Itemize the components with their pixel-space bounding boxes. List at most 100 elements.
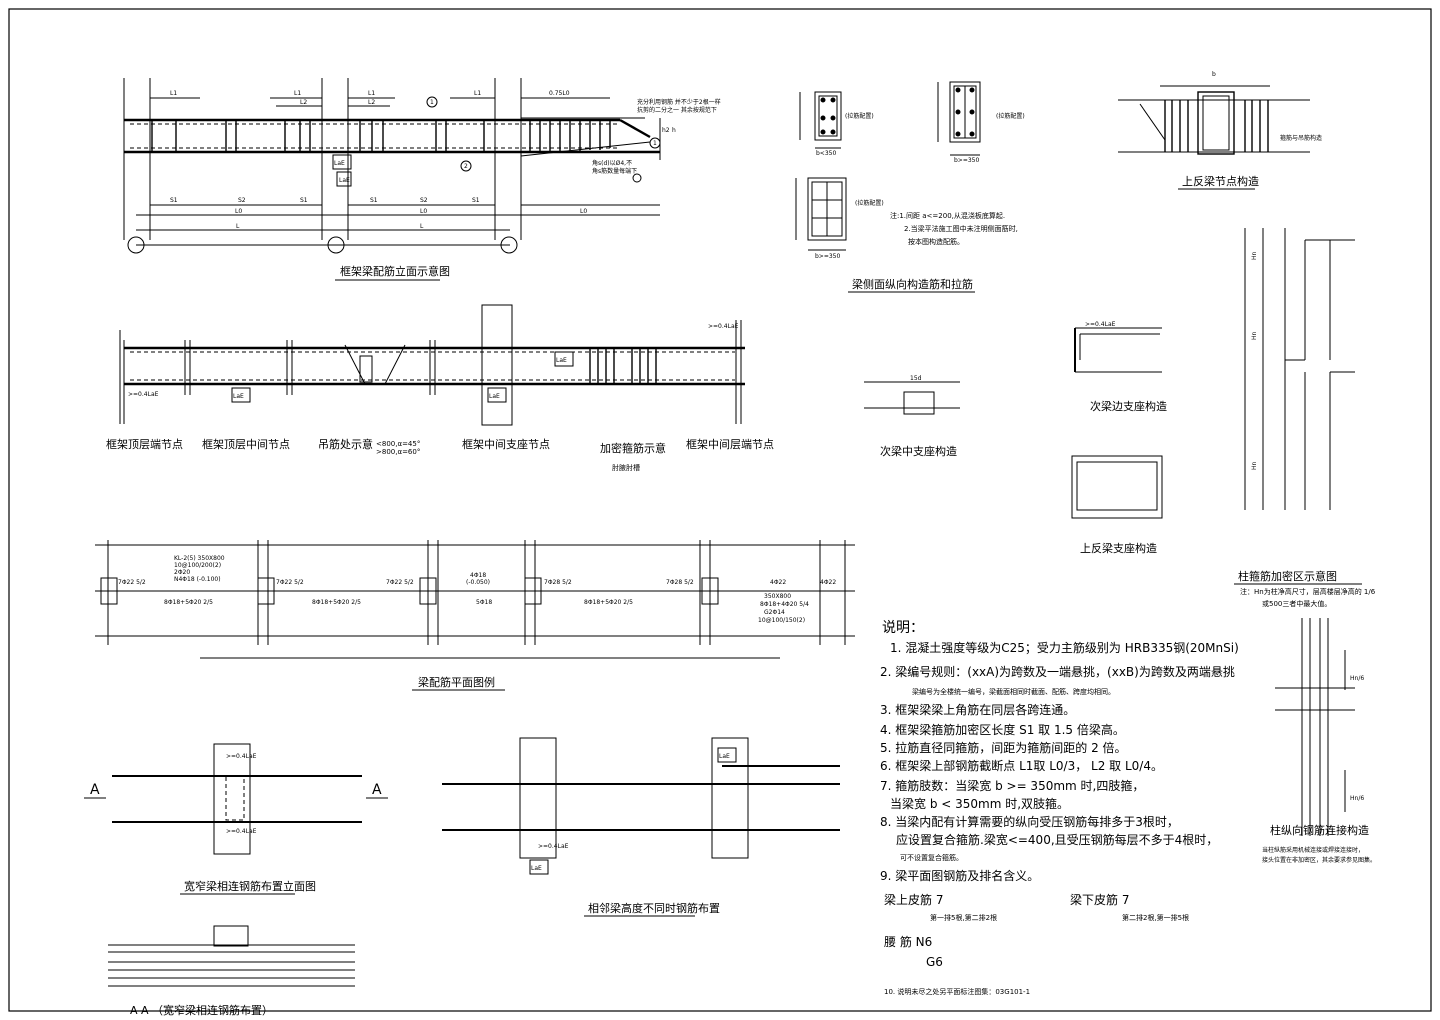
label-hanger: 吊筋处示意 xyxy=(318,437,373,451)
dim-l1-d: L1 xyxy=(474,90,481,97)
note-2b: 梁编号为全楼统一编号，梁截面相同时截面、配筋、跨度均相同。 xyxy=(912,687,1115,696)
plan-s3: 7Φ22 5/2 xyxy=(386,579,414,586)
label-mid-support: 框架中间支座节点 xyxy=(462,437,550,451)
svg-text:h2: h2 xyxy=(662,127,670,134)
svg-text:h: h xyxy=(672,127,676,134)
wide-narrow-beams: A A >=0.4LaE >=0.4LaE 宽窄梁相连钢筋布置立面图 xyxy=(84,743,388,895)
plan-s6: 4Φ22 xyxy=(770,579,786,586)
frame-beam-elevation: L1 L1 L2 L1 L2 L1 0.75L0 1 2 1 充分利用钢筋 并不… xyxy=(123,78,721,281)
label-hanger-c1: <800,α=45° xyxy=(376,440,420,448)
svg-text:抗剪的二分之一 其余按规范下: 抗剪的二分之一 其余按规范下 xyxy=(637,106,717,114)
note-3: 3. 框架梁梁上角筋在同层各跨连通。 xyxy=(880,702,1075,717)
section-aa: A-A （宽窄梁相连钢筋布置） xyxy=(108,925,355,1017)
side-note-2: 2.当梁平法施工图中未注明侧面筋时, xyxy=(904,224,1018,233)
column-lap-note-1: 当柱纵筋采用机械连接或焊接连接时， xyxy=(1262,846,1364,854)
dim-15d-1: 15d xyxy=(910,375,922,382)
sheet-border xyxy=(8,8,1432,1012)
side-note-1: 注:1.间距 a<=200,从混浇板底算起. xyxy=(890,211,1005,220)
plan-stirrup: 10@100/200(2) xyxy=(174,562,221,569)
column-lap-splice: Hn/6 Hn/6 柱纵向钢筋连接构造 当柱纵筋采用机械连接或焊接连接时， 接头… xyxy=(1262,618,1376,864)
note-9: 9. 梁平面图钢筋及排名含义。 xyxy=(880,868,1039,883)
column-note-2: 或500三者中最大值。 xyxy=(1262,599,1331,608)
general-notes: 说明： 1. 混凝土强度等级为C25；受力主筋级别为 HRB335钢(20MnS… xyxy=(880,620,1239,996)
title-upturned-node: 上反梁节点构造 xyxy=(1182,174,1259,188)
dim-s1-d: S1 xyxy=(472,197,480,204)
side-note-3: 按本图构造配筋。 xyxy=(908,237,964,246)
note-8b: 应设置复合箍筋.梁宽<=400,且受压钢筋每层不多于4根时， xyxy=(896,832,1218,847)
note-8: 8. 当梁内配有计算需要的纵向受压钢筋每排多于3根时， xyxy=(880,814,1179,829)
plan-b2: 8Φ18+5Φ20 2/5 xyxy=(312,599,361,606)
title-beam-side: 梁侧面纵向构造筋和拉筋 xyxy=(852,277,973,291)
plan-mid: 4Φ18 xyxy=(470,572,486,579)
plan-s1: 7Φ22 5/2 xyxy=(118,579,146,586)
title-diff-elev: 相邻梁高度不同时钢筋布置 xyxy=(588,901,720,915)
callout-1: 1 xyxy=(430,99,434,106)
label-roof-mid: 框架顶层中间节点 xyxy=(202,438,290,451)
note-8c: 可不设置复合箍筋。 xyxy=(900,853,963,862)
dim-lae-4: LaE xyxy=(489,393,500,400)
dim-l1-c: L1 xyxy=(368,90,375,97)
beam-nodes-row: LaE LaE LaE >=0.4LaE >=0.4LaE 框架顶层端节点 框架… xyxy=(106,304,774,472)
note-7: 7. 箍筋肢数：当梁宽 b >= 350mm 时,四肢箍， xyxy=(880,778,1144,793)
dim-075l0: 0.75L0 xyxy=(549,90,570,97)
callout-2: 2 xyxy=(464,163,468,170)
dim-04lae-6: >=0.4LaE xyxy=(538,843,569,850)
note-4: 4. 框架梁箍筋加密区长度 S1 取 1.5 倍梁高。 xyxy=(880,722,1125,737)
note-5: 5. 拉筋直径同箍筋，间距为箍筋间距的 2 倍。 xyxy=(880,740,1127,755)
note-7b: 当梁宽 b < 350mm 时,双肢箍。 xyxy=(890,796,1069,811)
beam-plan-legend: KL-2(5) 350X800 10@100/200(2) 2Φ20 N4Φ18… xyxy=(95,540,855,691)
dim-s2-a: S2 xyxy=(238,197,246,204)
note-waist-g: G6 xyxy=(926,955,943,969)
dim-s1-a: S1 xyxy=(170,197,178,204)
dim-s1-c: S1 xyxy=(370,197,378,204)
dim-b-ge-350-2: b>=350 xyxy=(815,253,840,260)
dim-l1-b: L1 xyxy=(294,90,301,97)
label-mid-floor-end: 框架中间层端节点 xyxy=(686,438,774,451)
dim-b-up: b xyxy=(1212,71,1216,78)
dim-hn6-1: Hn/6 xyxy=(1350,675,1364,682)
dim-04lae-1: >=0.4LaE xyxy=(128,391,159,398)
plan-b1: 8Φ18+5Φ20 2/5 xyxy=(164,599,213,606)
title-frame-beam-elevation: 框架梁配筋立面示意图 xyxy=(340,264,450,278)
plan-s5: 7Φ28 5/2 xyxy=(666,579,694,586)
dim-b-ge-350: b>=350 xyxy=(954,157,979,164)
note-6: 6. 框架梁上部钢筋截断点 L1取 L0/3， L2 取 L0/4。 xyxy=(880,758,1163,773)
dim-l2-b: L2 xyxy=(368,99,375,106)
note-top-bars-desc: 第一排5根,第二排2根 xyxy=(930,913,997,922)
notes-heading: 说明： xyxy=(882,620,924,636)
title-secondary-support: 次梁边支座构造 xyxy=(1090,399,1167,413)
svg-text:(拉筋配置): (拉筋配置) xyxy=(855,199,884,207)
dim-04lae-3: >=0.4LaE xyxy=(1085,321,1116,328)
note-10: 10. 说明未尽之处另平面标注图集：03G101-1 xyxy=(884,987,1030,996)
dim-l-b: L xyxy=(420,223,424,230)
label-haunch-sub: 肘腋肘槽 xyxy=(612,463,640,472)
note-bottom-bars: 梁下皮筋 7 xyxy=(1070,892,1129,907)
dim-lae-2: LaE xyxy=(339,177,350,184)
label-roof-end: 框架顶层端节点 xyxy=(106,438,183,451)
title-column-lap: 柱纵向钢筋连接构造 xyxy=(1270,823,1369,837)
dim-l1-a: L1 xyxy=(170,90,177,97)
svg-text:角s(d)以Ø4,不: 角s(d)以Ø4,不 xyxy=(592,159,632,167)
title-plan-legend: 梁配筋平面图例 xyxy=(418,675,495,689)
svg-text:(拉筋配置): (拉筋配置) xyxy=(845,112,874,120)
upturned-beam-node: b 箍筋与吊筋构造 上反梁节点构造 xyxy=(1118,71,1322,190)
plan-mid2: (-0.050) xyxy=(466,579,490,586)
title-upturned-support: 上反梁支座构造 xyxy=(1080,541,1157,555)
dim-s1-b: S1 xyxy=(300,197,308,204)
plan-r4: 10@100/150(2) xyxy=(758,617,805,624)
dim-lae-1: LaE xyxy=(334,160,345,167)
dim-lae-7: LaE xyxy=(531,865,542,872)
svg-text:(拉筋配置): (拉筋配置) xyxy=(996,112,1025,120)
dim-hn6-2: Hn/6 xyxy=(1350,795,1364,802)
title-secondary-mid: 次梁中支座构造 xyxy=(880,444,957,458)
dim-l0-c: L0 xyxy=(580,208,587,215)
title-wide-narrow: 宽窄梁相连钢筋布置立面图 xyxy=(184,879,316,893)
plan-n: N4Φ18 (-0.100) xyxy=(174,576,221,583)
plan-s7: 4Φ22 xyxy=(820,579,836,586)
svg-text:充分利用钢筋 并不少于2根一样: 充分利用钢筋 并不少于2根一样 xyxy=(637,98,721,106)
dim-b-lt-350: b<350 xyxy=(816,150,836,157)
dim-l-a: L xyxy=(236,223,240,230)
plan-kl: KL-2(5) 350X800 xyxy=(174,555,225,562)
